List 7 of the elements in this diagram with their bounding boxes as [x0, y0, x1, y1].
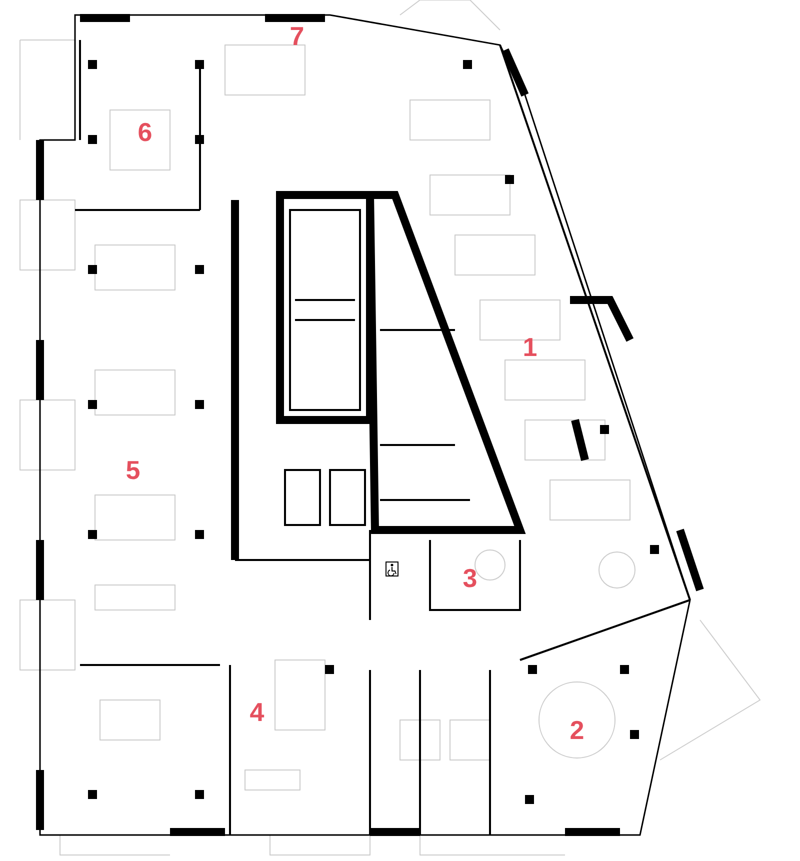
room-number: 7 [290, 23, 304, 49]
room-number: 1 [522, 334, 538, 360]
room-number: 4 [250, 699, 264, 725]
room-number: 2 [570, 717, 584, 743]
room-number: 3 [462, 565, 478, 591]
room-number: 6 [138, 119, 152, 145]
room-number: 5 [126, 457, 140, 483]
